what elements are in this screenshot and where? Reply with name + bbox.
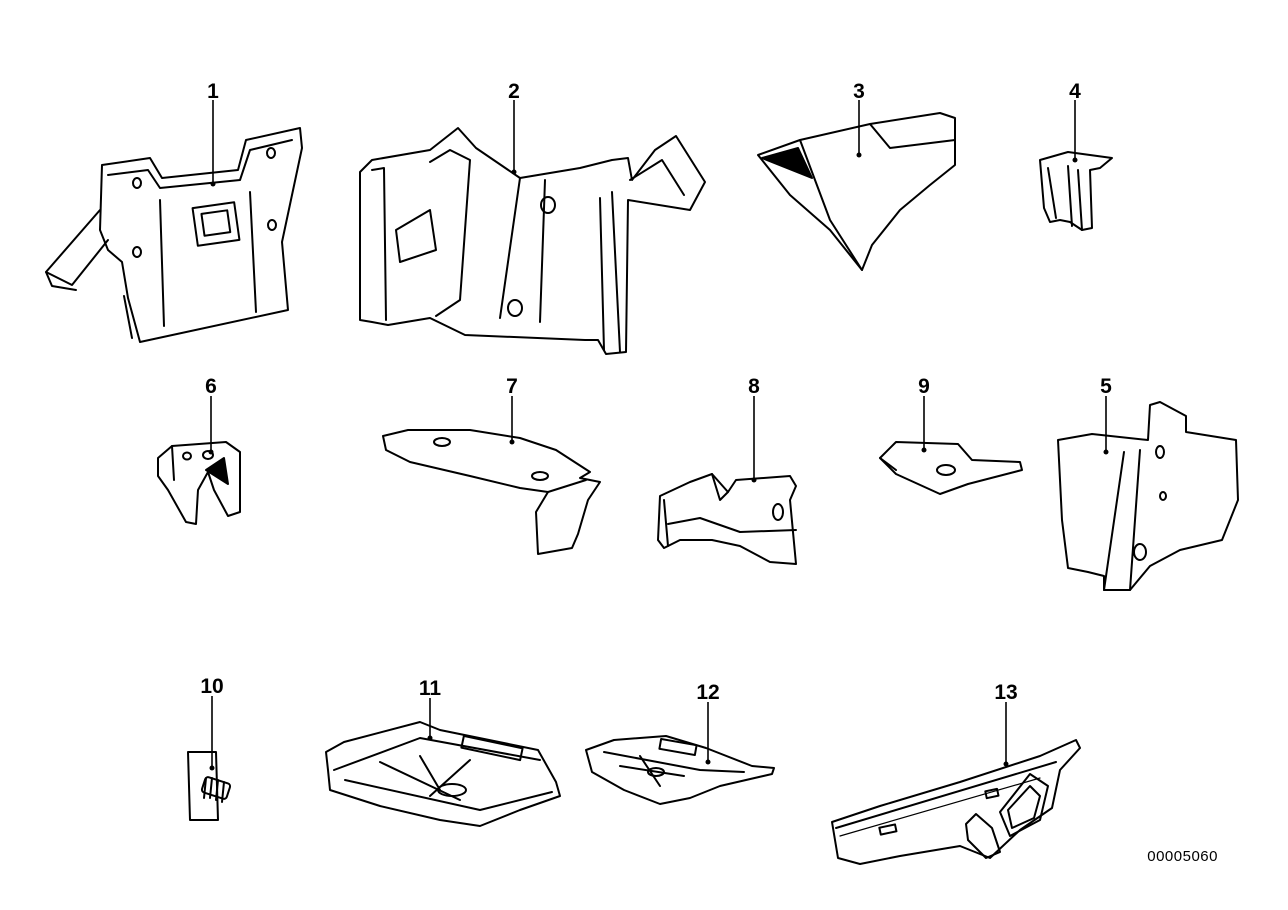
part-12-tray: [585, 735, 775, 805]
callout-13: 13: [994, 681, 1017, 704]
callout-5: 5: [1100, 375, 1112, 398]
callout-7: 7: [506, 375, 518, 398]
part-6-saddle: [157, 441, 241, 525]
callout-3: 3: [853, 80, 865, 103]
callout-10: 10: [200, 675, 223, 698]
part-7-plate: [382, 429, 601, 555]
part-9-plate: [879, 441, 1023, 495]
callout-6: 6: [205, 375, 217, 398]
part-3-gusset: [757, 112, 956, 271]
callout-12: 12: [696, 681, 719, 704]
callout-1: 1: [207, 80, 219, 103]
part-11-tray: [325, 721, 561, 827]
callout-4: 4: [1069, 80, 1081, 103]
part-5-panel: [1057, 401, 1239, 591]
part-10-stud-plate: [187, 751, 232, 821]
callout-2: 2: [508, 80, 520, 103]
part-13-rail: [831, 739, 1081, 865]
part-4-clip: [1039, 151, 1113, 231]
part-8-bracket: [657, 473, 797, 565]
callout-8: 8: [748, 375, 760, 398]
document-id: 00005060: [1147, 848, 1218, 865]
part-2-support: [359, 127, 706, 355]
part-1-bracket: [45, 127, 303, 343]
callout-11: 11: [419, 677, 442, 700]
callout-9: 9: [918, 375, 930, 398]
